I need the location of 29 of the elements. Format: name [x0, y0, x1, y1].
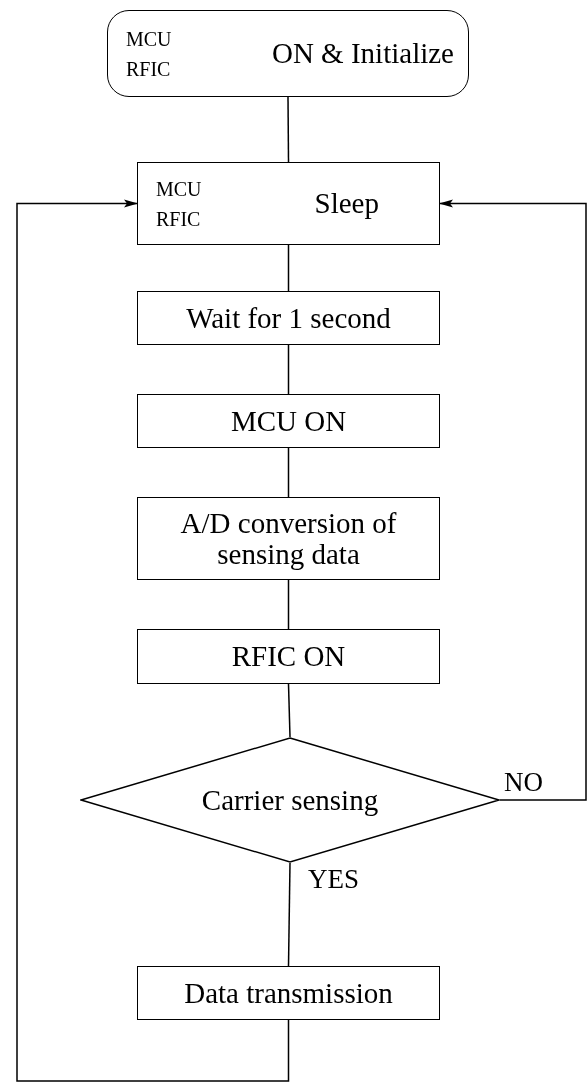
- arrow: [16, 199, 290, 1082]
- component-label: MCU: [126, 28, 172, 49]
- arrow: [439, 199, 587, 801]
- step-text: MCU ON: [230, 405, 347, 437]
- step-text: Sleep: [314, 188, 379, 219]
- step-text: Data transmission: [184, 977, 393, 1009]
- start-box: [107, 10, 469, 97]
- process-box: [137, 162, 440, 245]
- component-label: MCU: [156, 178, 202, 199]
- process-box: [137, 497, 440, 580]
- component-label: RFIC: [156, 208, 201, 229]
- connector-line: [287, 344, 290, 395]
- component-label: RFIC: [126, 58, 171, 79]
- step-text: A/D conversion of sensing data: [179, 508, 398, 569]
- process-box: [137, 394, 440, 448]
- step-text: Wait for 1 second: [186, 302, 391, 334]
- decision-diamond: [80, 737, 500, 863]
- step-text: ON & Initialize: [272, 38, 454, 69]
- process-box: [137, 291, 440, 345]
- connector-line: [287, 244, 290, 292]
- connector-line: [287, 683, 291, 738]
- connector-line: [287, 862, 291, 967]
- connector-line: [287, 96, 290, 163]
- process-box: [137, 966, 440, 1020]
- step-text: Carrier sensing: [201, 784, 379, 816]
- connector-line: [287, 579, 290, 630]
- process-box: [137, 629, 440, 684]
- step-text: RFIC ON: [231, 641, 346, 672]
- connector-line: [287, 447, 290, 498]
